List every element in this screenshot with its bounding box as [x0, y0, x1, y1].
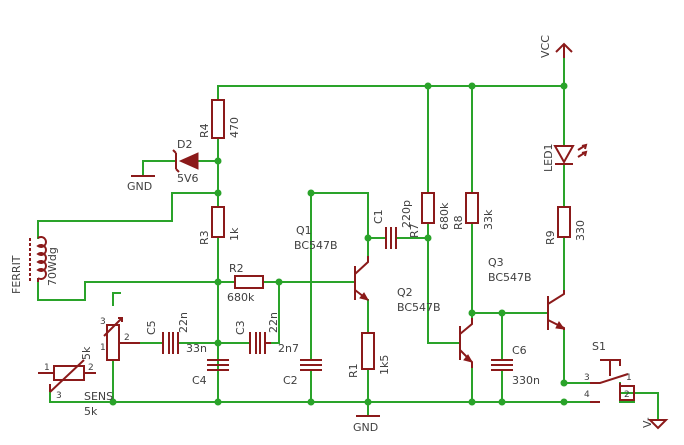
c6-value: 330n	[512, 374, 540, 387]
transistor-q3: Q3 BC547B	[488, 256, 566, 330]
capacitor-c2: C2 2n7	[278, 342, 322, 387]
gnd-bottom-label: GND	[353, 421, 378, 434]
c1-value: 220p	[400, 200, 413, 228]
c3-value: 22n	[267, 312, 280, 333]
resistor-r1: R1 1k5	[347, 332, 391, 378]
r6-pin1: 1	[44, 363, 50, 373]
c5-value: 22n	[177, 312, 190, 333]
resistor-r4: R4 470	[198, 99, 241, 139]
r4-name: R4	[198, 123, 211, 138]
r5-pin3: 3	[100, 317, 106, 327]
r9-name: R9	[544, 230, 557, 245]
c3-name: C3	[234, 320, 247, 335]
ferrite-coil: FERRIT 70Wdg	[10, 236, 59, 294]
c1-name: C1	[372, 209, 385, 224]
s1-pin3: 3	[584, 373, 590, 383]
r2-value: 680k	[227, 291, 255, 304]
c2-value: 2n7	[278, 342, 299, 355]
q1-name: Q1	[296, 224, 312, 237]
transistor-q1: Q1 BC547B	[294, 224, 370, 301]
resistor-r3: R3 1k	[198, 206, 241, 245]
r6-value: SENS	[84, 390, 113, 403]
s1-pin2: 2	[624, 390, 630, 400]
r2-name: R2	[229, 262, 244, 275]
vminus-label: V-	[641, 417, 654, 428]
trimmer-r5: 1 2 3	[100, 317, 140, 361]
r6-overlap-label: 5k	[80, 346, 93, 360]
s1-pin1: 1	[626, 373, 632, 383]
r1-value: 1k5	[378, 355, 391, 375]
r8-value: 33k	[482, 209, 495, 230]
s1-name: S1	[592, 340, 606, 353]
r9-value: 330	[574, 220, 587, 241]
r7-value: 680k	[438, 202, 451, 230]
q2-value: BC547B	[397, 301, 441, 314]
r3-value: 1k	[228, 227, 241, 241]
r4-value: 470	[228, 117, 241, 138]
sensor-r6: 1 2 3 5k SENS 5k	[38, 346, 113, 418]
gnd-symbol-bottom: GND	[353, 415, 380, 434]
r1-name: R1	[347, 363, 360, 378]
ferrit-value: 70Wdg	[46, 247, 59, 286]
d2-value: 5V6	[177, 172, 199, 185]
r5-pin1: 1	[100, 343, 106, 353]
ferrit-name: FERRIT	[10, 255, 23, 294]
c4-name: C4	[192, 374, 207, 387]
r5-pin2: 2	[124, 333, 130, 343]
junction-dots	[109, 82, 568, 406]
r3-name: R3	[198, 230, 211, 245]
c2-name: C2	[283, 374, 298, 387]
r6-value2: 5k	[84, 405, 98, 418]
vminus-symbol: V-	[641, 417, 669, 430]
r7-name: R7	[408, 223, 421, 238]
q3-name: Q3	[488, 256, 504, 269]
resistor-r7: R7 680k	[408, 192, 451, 238]
led1-name: LED1	[542, 143, 555, 172]
r6-pin2: 2	[88, 363, 94, 373]
switch-s1: S1 3 1 4 2	[584, 340, 635, 403]
capacitor-c3: C3 22n	[234, 312, 280, 354]
vcc-label: VCC	[539, 35, 552, 58]
resistor-r9: R9 330	[544, 206, 587, 245]
zener-diode-d2: D2 5V6	[172, 138, 199, 185]
c4-value: 33n	[186, 342, 207, 355]
resistor-r2: R2 680k	[227, 262, 264, 304]
s1-pin4: 4	[584, 390, 590, 400]
resistor-r8: R8 33k	[452, 192, 495, 230]
r6-pin3: 3	[56, 391, 62, 401]
gnd-symbol-left: GND	[127, 175, 155, 193]
transistor-q2: Q2 BC547B	[397, 286, 474, 368]
capacitor-c1: C1 220p	[372, 200, 413, 249]
q3-value: BC547B	[488, 271, 532, 284]
vcc-symbol: VCC	[539, 35, 573, 58]
q1-value: BC547B	[294, 239, 338, 252]
capacitor-c6: C6 330n	[491, 344, 540, 387]
c5-name: C5	[145, 320, 158, 335]
led-led1: LED1	[542, 143, 588, 172]
capacitor-c4: C4 33n	[186, 342, 229, 387]
r8-name: R8	[452, 215, 465, 230]
capacitor-c5: C5 22n	[145, 312, 190, 354]
gnd-left-label: GND	[127, 180, 152, 193]
d2-name: D2	[177, 138, 192, 151]
q2-name: Q2	[397, 286, 413, 299]
c6-name: C6	[512, 344, 527, 357]
